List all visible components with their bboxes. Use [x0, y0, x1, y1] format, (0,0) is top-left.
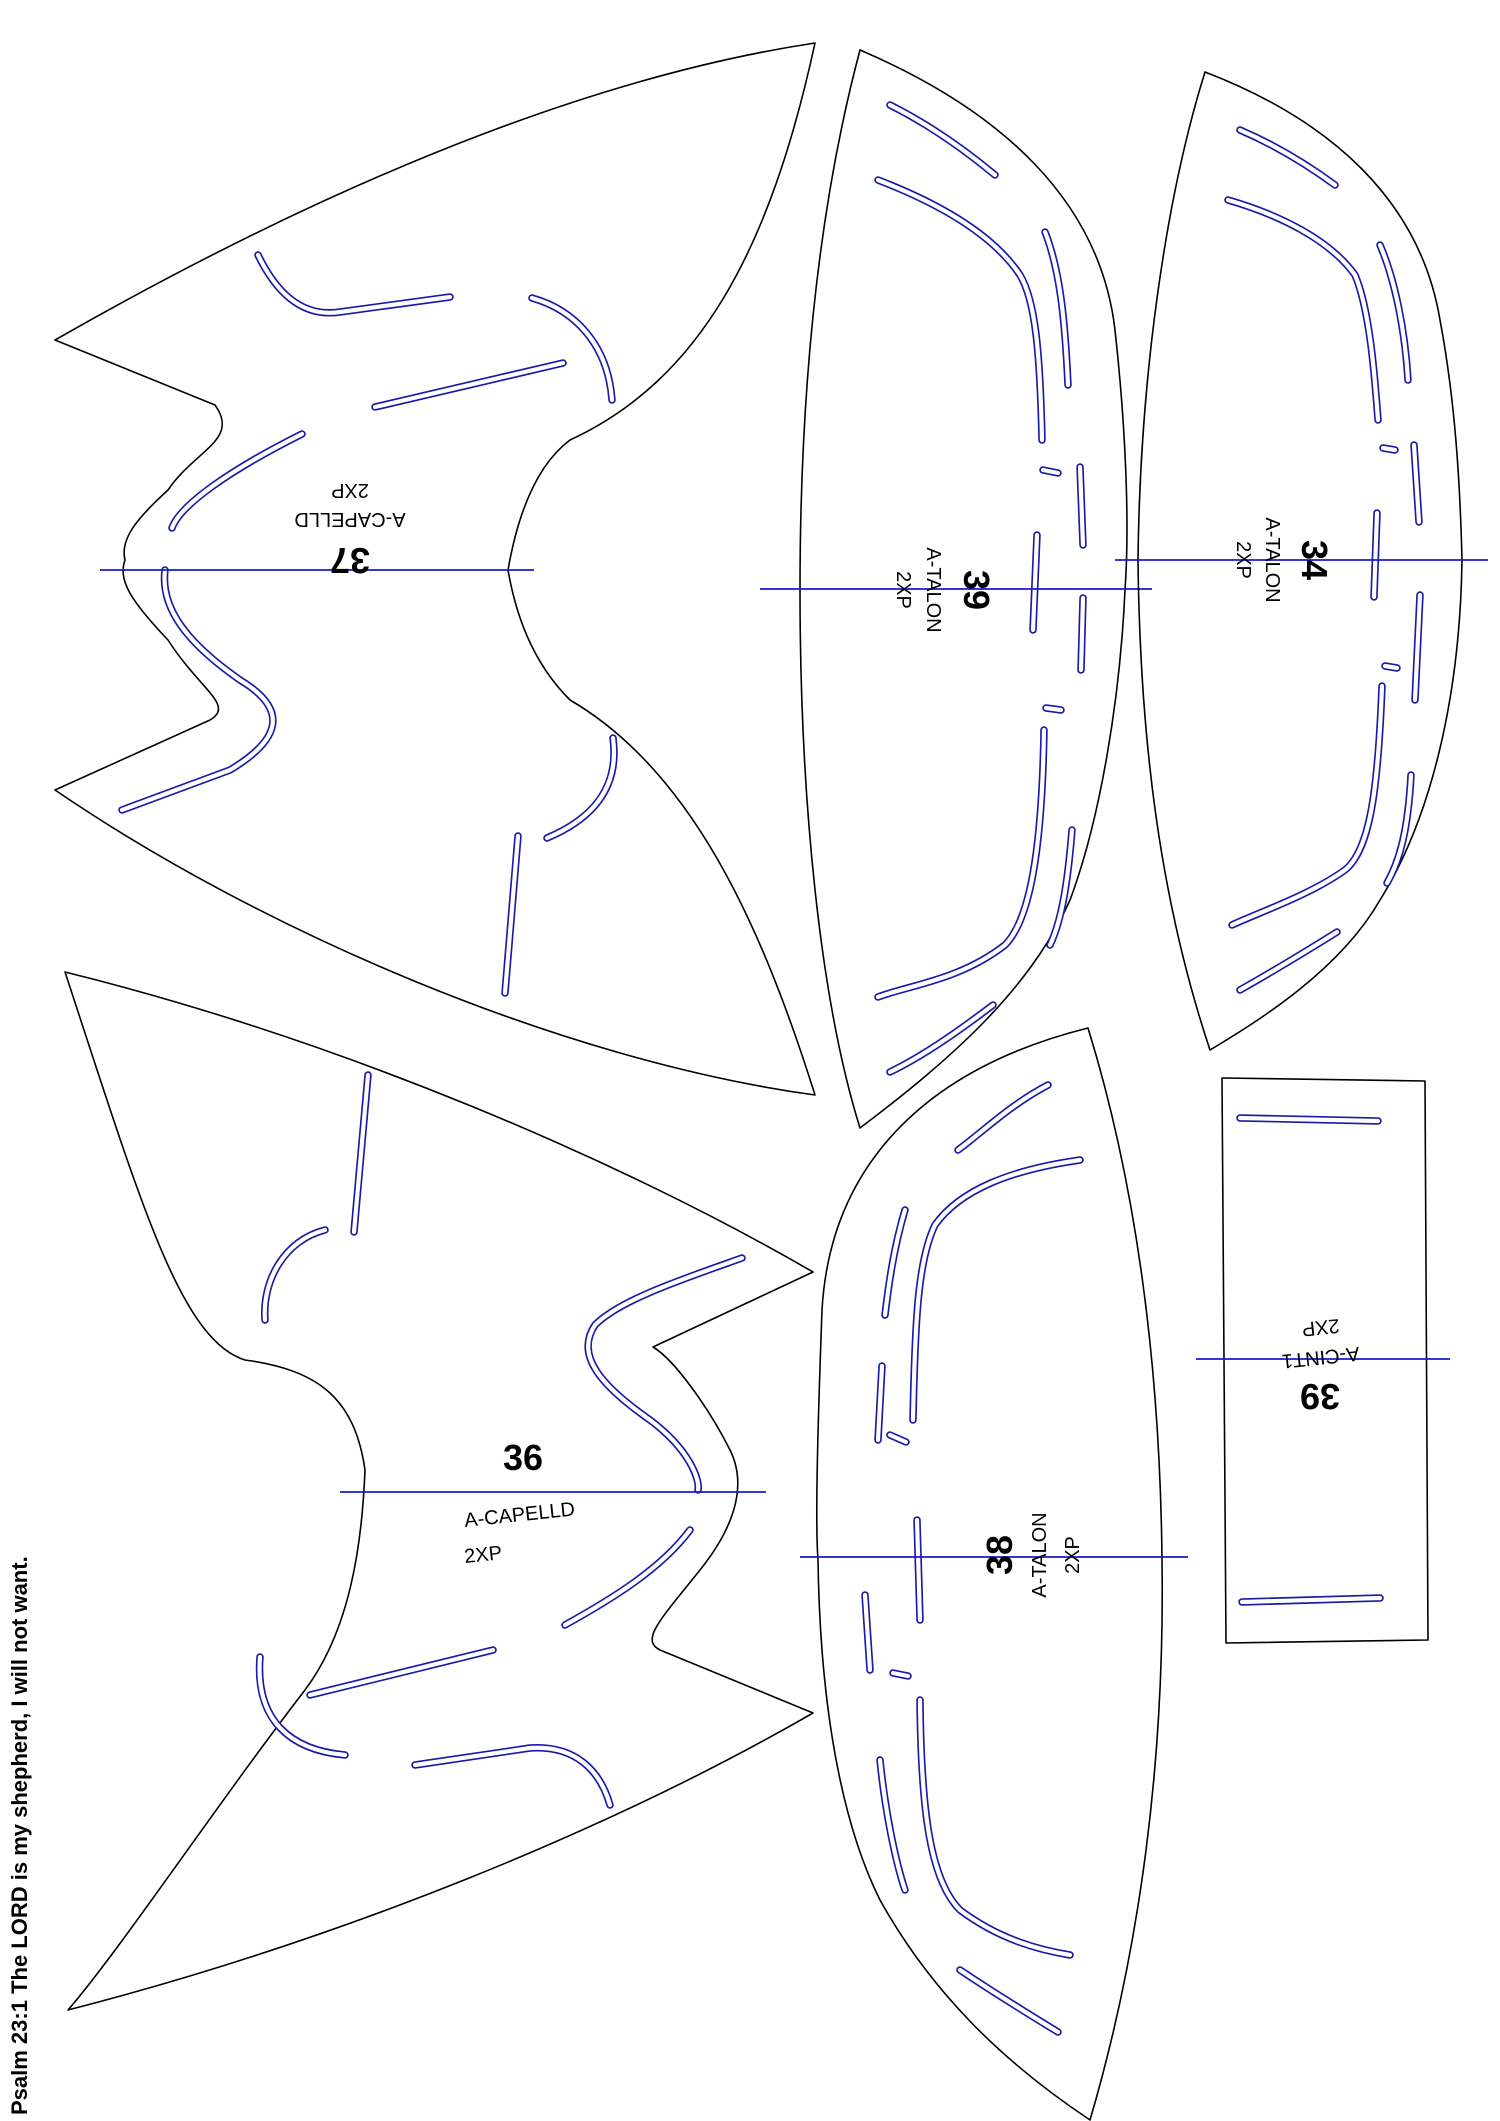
scripture-caption: Psalm 23:1 The LORD is my shepherd, I wi…: [7, 1556, 32, 2115]
piece-37: 37 A-CAPELLD 2XP: [54, 42, 816, 1096]
piece-34-slots: [1224, 126, 1424, 994]
piece-38: 38 A-TALON 2XP: [800, 1027, 1188, 2121]
piece-39: 39 A-TALON 2XP: [760, 49, 1152, 1129]
piece-39-name: A-TALON: [922, 547, 944, 632]
piece-39-outline: [799, 49, 1128, 1129]
piece-36-outline: [64, 971, 814, 2011]
piece-36-slots: [255, 1071, 746, 1809]
piece-34-outline: [1137, 71, 1463, 1051]
piece-38-number: 38: [979, 1535, 1020, 1575]
piece-37-qty: 2XP: [331, 479, 369, 501]
piece-38-slots: [861, 1081, 1084, 2036]
piece-38-qty: 2XP: [1062, 1536, 1084, 1574]
piece-39-cint-slots: [1236, 1114, 1384, 1606]
piece-36-qty: 2XP: [463, 1542, 503, 1568]
piece-39-cint: 39 A-CINT1 2XP: [1196, 1077, 1450, 1644]
piece-39-slots: [874, 101, 1087, 1076]
piece-39-number: 39: [956, 570, 997, 610]
piece-34-number: 34: [1294, 540, 1335, 580]
piece-38-outline: [815, 1027, 1164, 2121]
piece-39-cint-qty: 2XP: [1301, 1314, 1341, 1340]
piece-38-name: A-TALON: [1029, 1512, 1051, 1597]
piece-37-outline: [54, 42, 816, 1096]
piece-34-qty: 2XP: [1232, 541, 1254, 579]
piece-37-name: A-CAPELLD: [294, 508, 405, 530]
piece-39-cint-number: 39: [1300, 1376, 1340, 1417]
piece-34: 34 A-TALON 2XP: [1115, 71, 1488, 1051]
piece-34-name: A-TALON: [1261, 517, 1283, 602]
piece-39-qty: 2XP: [892, 571, 914, 609]
piece-39-cint-outline: [1221, 1077, 1429, 1644]
piece-36: 36 A-CAPELLD 2XP: [64, 971, 814, 2011]
piece-36-name: A-CAPELLD: [463, 1498, 576, 1531]
piece-37-number: 37: [330, 540, 370, 581]
piece-37-slots: [118, 251, 618, 997]
piece-39-cint-name: A-CINT1: [1281, 1342, 1361, 1372]
piece-36-number: 36: [503, 1437, 543, 1478]
